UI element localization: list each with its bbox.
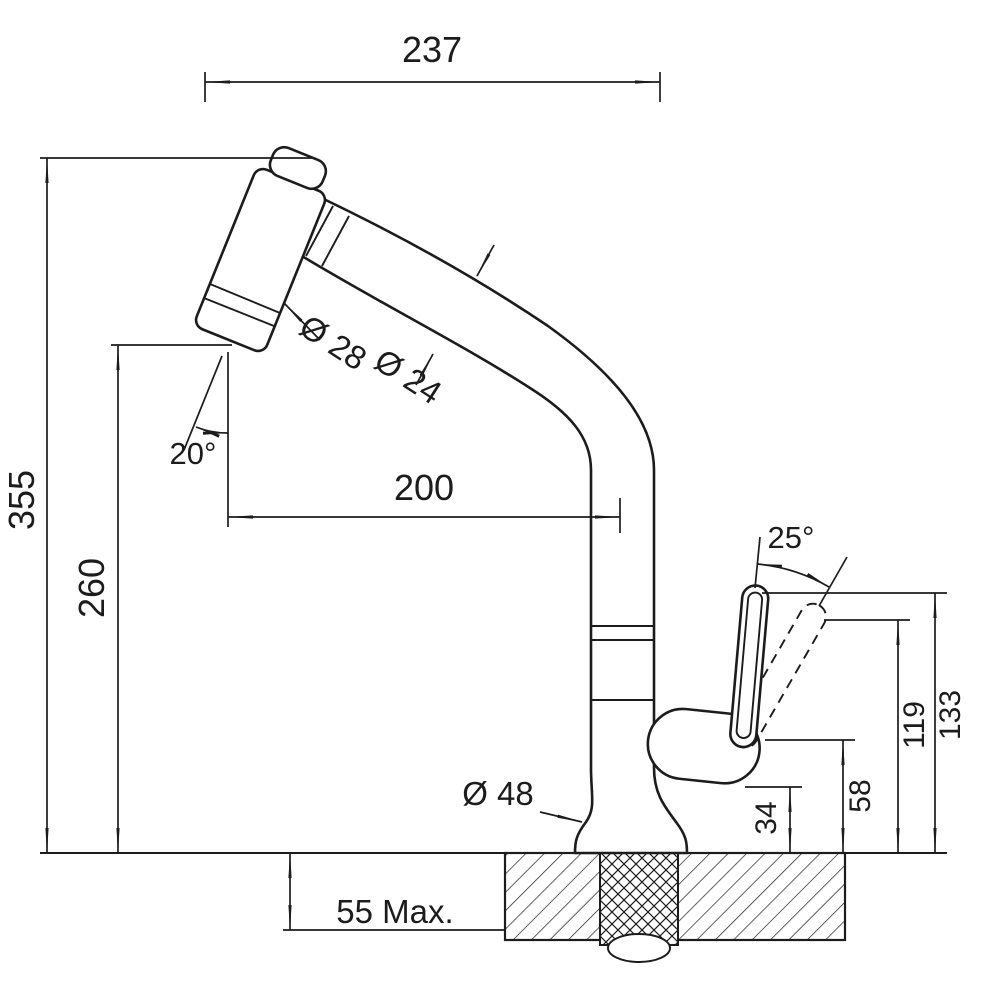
dim-label-119: 119 <box>898 701 931 749</box>
dim-height-355: 355 <box>1 157 312 854</box>
dim-label-200: 200 <box>394 467 454 508</box>
spray-face-ring-1 <box>203 297 275 327</box>
dim-label-55max: 55 Max. <box>336 893 453 930</box>
handle-lever <box>729 584 770 749</box>
dim-label-dia24: Ø 24 <box>368 341 448 411</box>
dim-angle-25: 25° <box>754 520 848 607</box>
dim-diameter-28: Ø 28 <box>283 302 373 377</box>
dim-deck-55max: 55 Max. <box>283 852 505 931</box>
dim-label-20deg: 20° <box>170 436 217 471</box>
dim-reach-200: 200 <box>227 352 621 533</box>
threaded-shank <box>599 852 679 946</box>
dim-label-34: 34 <box>750 801 783 834</box>
countertop-section <box>503 851 847 963</box>
dim-label-260: 260 <box>71 558 112 618</box>
dim-label-25deg: 25° <box>768 520 815 555</box>
handle-lever-inner-detail <box>735 591 764 739</box>
dim-label-133: 133 <box>934 690 967 740</box>
dim-label-58: 58 <box>844 779 877 812</box>
dim-height-34: 34 <box>745 786 802 854</box>
dim-width-237: 237 <box>204 29 661 102</box>
dim-height-260: 260 <box>71 344 232 854</box>
dim-label-dia28: Ø 28 <box>293 307 373 377</box>
spout-outline <box>290 191 689 855</box>
hose-collar-line-1 <box>305 205 334 257</box>
dim-label-355: 355 <box>1 470 42 530</box>
dim-label-237: 237 <box>402 29 462 70</box>
hose-collar-line-2 <box>321 215 350 267</box>
handle-assembly <box>646 584 827 785</box>
dim-angle-20: 20° <box>170 355 229 471</box>
dim-label-dia48: Ø 48 <box>462 775 534 812</box>
faucet-body <box>290 191 689 855</box>
dim-height-119: 119 <box>824 619 931 854</box>
dim-height-58: 58 <box>765 739 877 854</box>
dimensions: 237 355 260 200 20° Ø 28 <box>1 29 967 931</box>
dim-diameter-48: Ø 48 <box>462 775 583 823</box>
mounting-nut <box>607 933 671 963</box>
dim-height-133: 133 <box>762 592 967 854</box>
spray-face-ring-2 <box>209 283 281 314</box>
